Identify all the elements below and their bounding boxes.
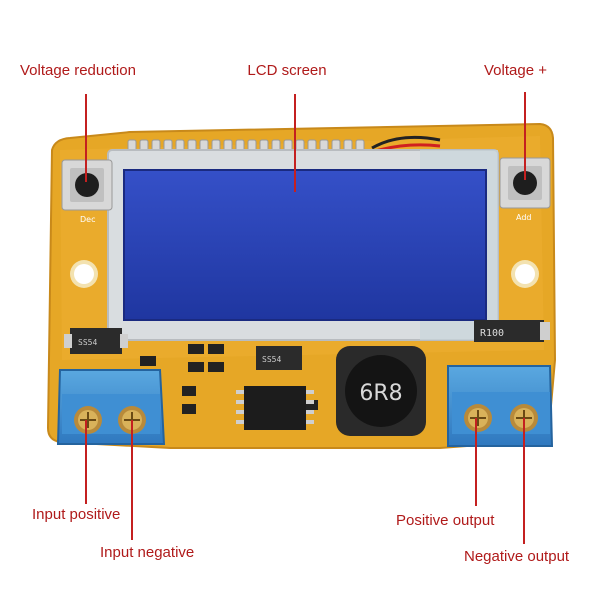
inductor-marking: 6R8 <box>359 381 402 406</box>
output-terminal-block <box>447 365 554 447</box>
diode-left <box>64 328 128 354</box>
diode-center <box>256 346 302 370</box>
label-positive-output: Positive output <box>396 512 495 529</box>
input-positive-screw[interactable] <box>74 406 102 434</box>
mounting-hole-right <box>511 260 539 288</box>
label-lcd-screen: LCD screen <box>247 62 327 79</box>
label-voltage-plus: Voltage + <box>484 62 547 79</box>
ic-chip <box>236 386 314 430</box>
mounting-hole-left <box>70 260 98 288</box>
ss54-center-marking: SS54 <box>262 355 281 364</box>
label-input-positive: Input positive <box>32 506 121 523</box>
inductor <box>336 346 426 436</box>
add-marking: Add <box>516 213 532 222</box>
shunt-resistor <box>474 320 550 342</box>
dec-marking: Dec <box>80 215 95 224</box>
label-voltage-reduction: Voltage reduction <box>20 62 136 79</box>
ss54-left-marking: SS54 <box>78 338 97 347</box>
input-terminal-block <box>56 369 166 445</box>
r100-marking: R100 <box>480 328 504 339</box>
smd-resistor-row <box>140 344 318 414</box>
positive-output-screw[interactable] <box>464 404 492 432</box>
lcd-screen <box>107 149 499 341</box>
label-input-negative: Input negative <box>100 544 195 561</box>
voltage-reduction-button[interactable] <box>61 159 113 211</box>
label-negative-output: Negative output <box>464 548 570 565</box>
voltage-plus-button[interactable] <box>499 157 551 209</box>
